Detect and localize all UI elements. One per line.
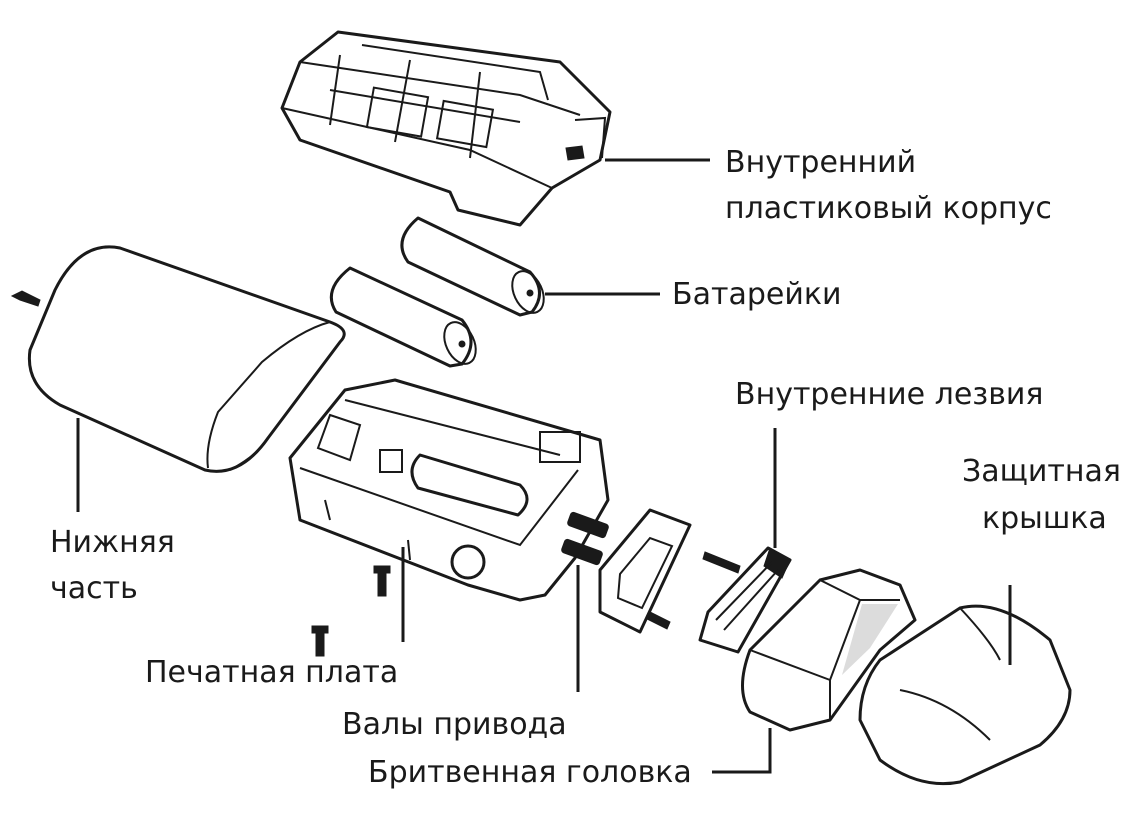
- label-protective-cap-line1: Защитная: [962, 454, 1121, 489]
- screw-left: [10, 290, 41, 307]
- inner-plastic-housing-part: [280, 30, 612, 227]
- drive-shafts-part: [561, 511, 609, 566]
- label-drive-shafts: Валы привода: [342, 707, 567, 742]
- leader-shaver-head: [712, 728, 772, 774]
- battery-upper: [400, 216, 545, 317]
- bottom-part-sleeve: [27, 245, 346, 473]
- label-inner-blades: Внутренние лезвия: [735, 377, 1044, 412]
- label-inner-housing-line1: Внутренний: [725, 145, 917, 180]
- label-shaver-head: Бритвенная головка: [368, 755, 692, 790]
- label-protective-cap-line2: крышка: [982, 501, 1107, 536]
- battery-lower: [329, 266, 477, 368]
- inner-blades-part: [698, 546, 792, 654]
- label-batteries: Батарейки: [672, 277, 842, 312]
- label-bottom-part-line2: часть: [50, 571, 138, 606]
- gasket-plate: [598, 508, 692, 634]
- chassis-with-circuit-board: [288, 378, 610, 602]
- label-inner-housing-line2: пластиковый корпус: [725, 191, 1052, 226]
- screw-lower-1: [373, 565, 391, 597]
- screw-mid-1: [702, 551, 741, 574]
- screw-lower-2: [311, 625, 329, 657]
- label-bottom-part-line1: Нижняя: [50, 525, 175, 560]
- label-circuit-board: Печатная плата: [145, 655, 399, 690]
- shaver-head-part: [741, 568, 917, 732]
